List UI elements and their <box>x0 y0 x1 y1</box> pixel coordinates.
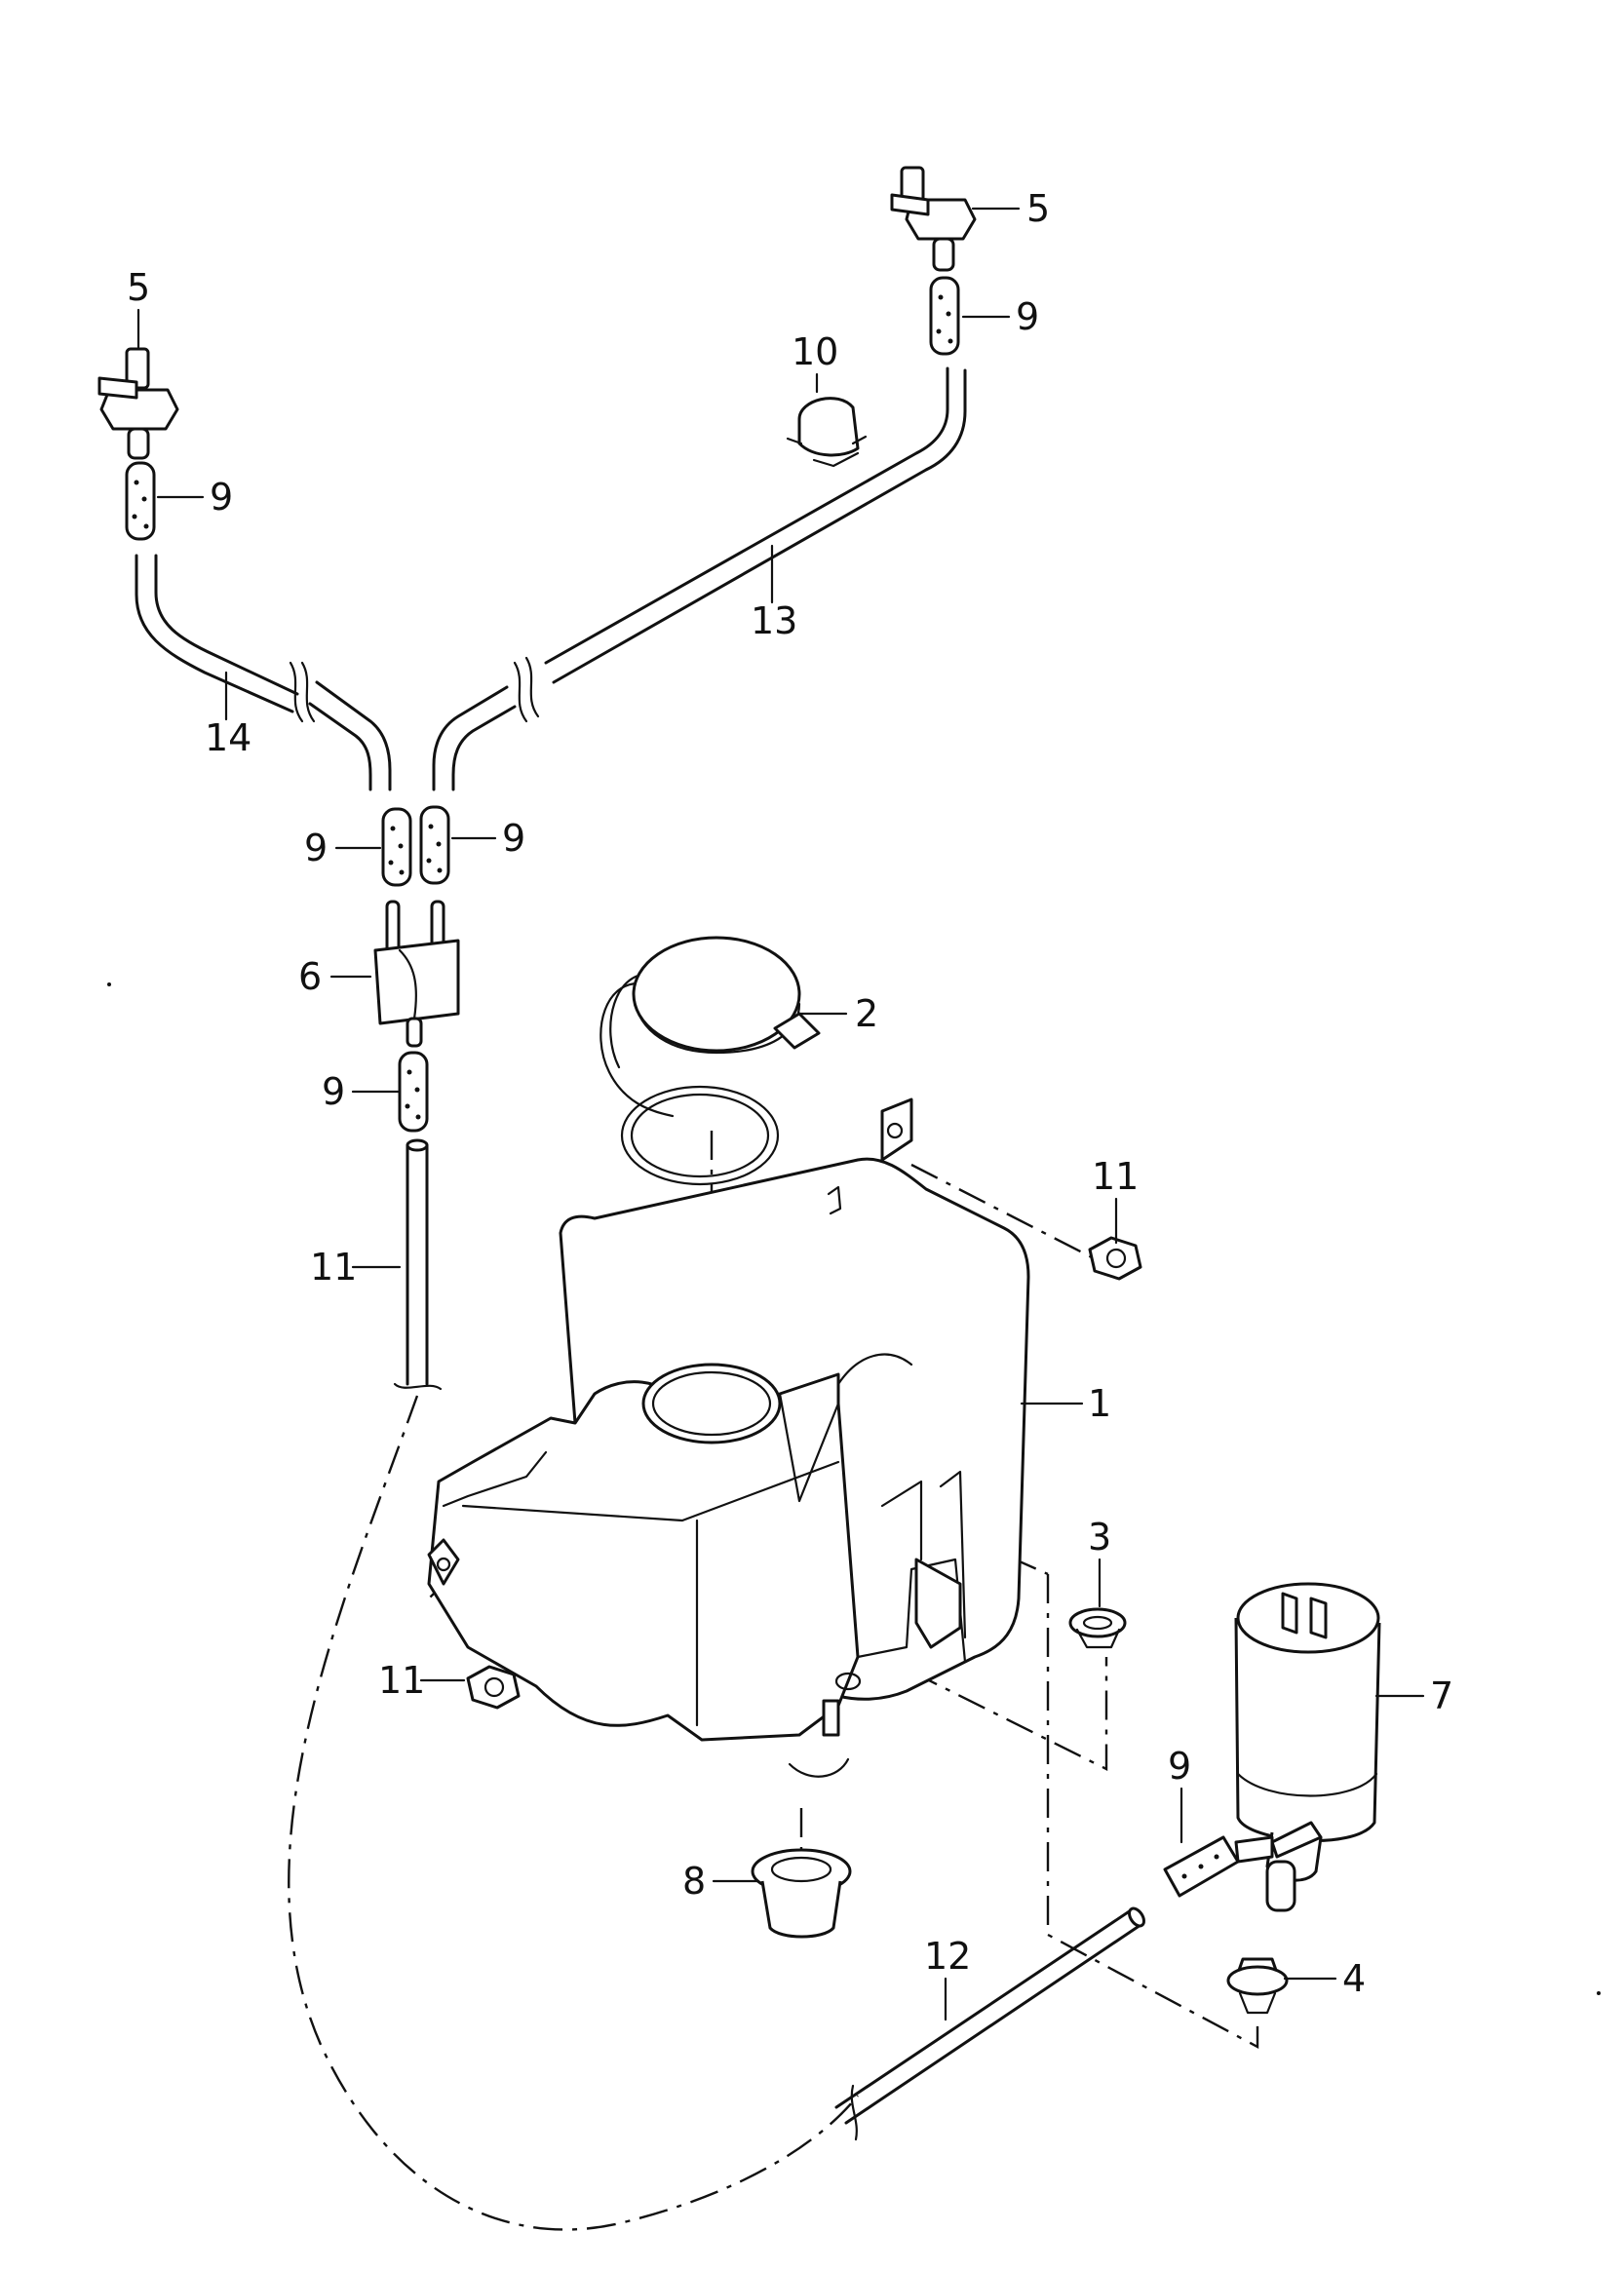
hose-clip <box>786 397 868 468</box>
washer-fluid-reservoir <box>427 1097 1030 1778</box>
leader-lines <box>136 207 1425 2021</box>
hex-nut-lower <box>466 1665 521 1710</box>
washer-pump <box>1234 1582 1381 1912</box>
washer-nozzle-right <box>890 166 977 272</box>
callout-10: 10 <box>792 330 838 373</box>
callout-6: 6 <box>298 955 322 998</box>
grommet-4 <box>1226 1957 1289 2015</box>
callout-11-hose: 11 <box>310 1246 357 1289</box>
callout-12: 12 <box>924 1935 971 1978</box>
callout-9-f: 9 <box>1168 1745 1191 1788</box>
grommet-3 <box>1068 1607 1127 1649</box>
callout-labels: 1 2 3 4 5 5 6 7 8 9 9 9 9 9 9 10 11 11 1… <box>127 187 1453 2000</box>
grommet-8 <box>751 1848 852 1939</box>
stray-mark <box>107 982 111 986</box>
callout-5-left: 5 <box>127 266 150 309</box>
callout-11-lower: 11 <box>378 1659 425 1702</box>
callout-9-b: 9 <box>1016 295 1039 338</box>
hose-14 <box>135 554 392 791</box>
hose-segments <box>125 276 1240 1898</box>
callout-7: 7 <box>1430 1674 1453 1717</box>
cap-seal <box>620 1085 780 1186</box>
filler-cap <box>599 936 821 1118</box>
callout-5-right: 5 <box>1026 187 1050 230</box>
callout-14: 14 <box>205 716 251 759</box>
callout-9-d: 9 <box>502 817 525 860</box>
hex-nut-upper <box>1088 1236 1142 1281</box>
callout-1: 1 <box>1088 1382 1111 1425</box>
check-valve <box>373 900 460 1048</box>
callout-9-a: 9 <box>210 476 233 519</box>
callout-4: 4 <box>1342 1957 1366 2000</box>
callout-8: 8 <box>682 1860 706 1903</box>
callout-9-c: 9 <box>304 827 328 869</box>
callout-11-upper: 11 <box>1092 1155 1139 1198</box>
hose-12 <box>834 1906 1145 2141</box>
callout-2: 2 <box>855 992 878 1035</box>
callout-13: 13 <box>751 599 797 642</box>
callout-9-e: 9 <box>322 1070 345 1113</box>
hose-11-vertical <box>393 1138 443 1391</box>
callout-3: 3 <box>1088 1516 1111 1559</box>
stray-mark <box>1597 1991 1601 1995</box>
hose-13 <box>432 366 967 791</box>
washer-nozzle-left <box>97 347 179 460</box>
